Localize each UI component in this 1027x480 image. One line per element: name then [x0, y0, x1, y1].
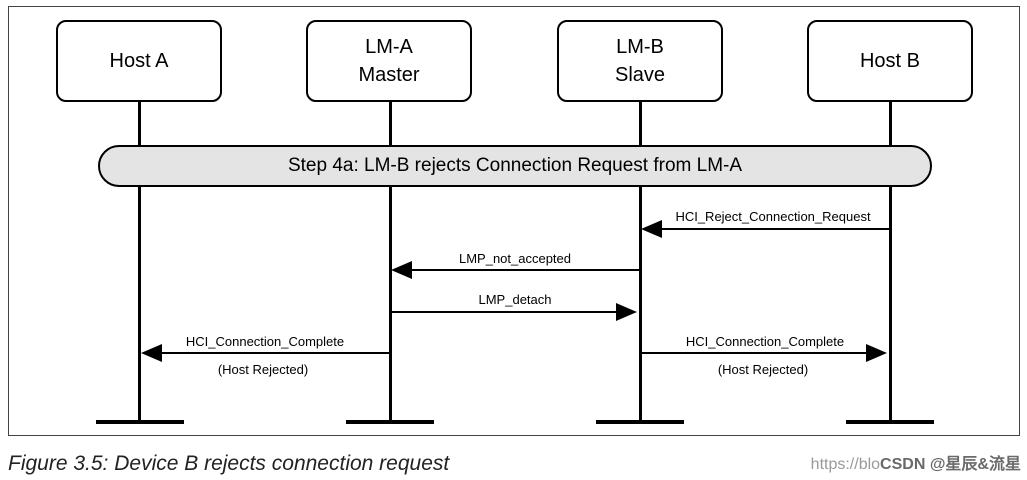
- arrow-hci-connection-complete-b: [639, 344, 887, 362]
- lifeline-end-host-a: [96, 420, 184, 424]
- lifeline-lm-b: [639, 102, 642, 422]
- arrow-hci-reject-connection-request: [641, 220, 889, 238]
- message-label: HCI_Reject_Connection_Request: [675, 209, 871, 224]
- lifeline-end-lm-a: [346, 420, 434, 424]
- arrow-hci-connection-complete-a: [141, 344, 389, 362]
- participant-lm-b: LM-B Slave: [557, 20, 723, 102]
- lifeline-host-a: [138, 102, 141, 422]
- participant-label: LM-B: [616, 36, 664, 58]
- lifeline-host-b: [889, 102, 892, 422]
- message-label: HCI_Connection_Complete: [185, 334, 345, 349]
- message-note: (Host Rejected): [217, 362, 309, 377]
- figure-caption: Figure 3.5: Device B rejects connection …: [8, 452, 450, 475]
- lifeline-end-lm-b: [596, 420, 684, 424]
- message-note: (Host Rejected): [717, 362, 809, 377]
- participant-label: Host A: [109, 50, 169, 72]
- arrow-lmp-detach: [389, 303, 637, 321]
- message-label: LMP_not_accepted: [458, 251, 572, 266]
- step-banner: Step 4a: LM-B rejects Connection Request…: [98, 145, 932, 187]
- message-label: HCI_Connection_Complete: [685, 334, 845, 349]
- step-label: Step 4a: LM-B rejects Connection Request…: [287, 155, 743, 176]
- lifeline-lm-a: [389, 102, 392, 422]
- arrow-lmp-not-accepted: [391, 261, 639, 279]
- participant-host-b: Host B: [807, 20, 973, 102]
- watermark: https://bloCSDN @星辰&流星: [811, 450, 1021, 474]
- participant-label: LM-A: [365, 36, 413, 58]
- watermark-brand: CSDN @星辰&流星: [880, 456, 1021, 473]
- participant-role: Slave: [614, 64, 666, 86]
- participant-lm-a: LM-A Master: [306, 20, 472, 102]
- participant-host-a: Host A: [56, 20, 222, 102]
- watermark-url: https://blo: [810, 456, 881, 473]
- lifeline-end-host-b: [846, 420, 934, 424]
- participant-role: Master: [358, 64, 420, 86]
- participant-label: Host B: [859, 50, 921, 72]
- message-label: LMP_detach: [478, 292, 552, 307]
